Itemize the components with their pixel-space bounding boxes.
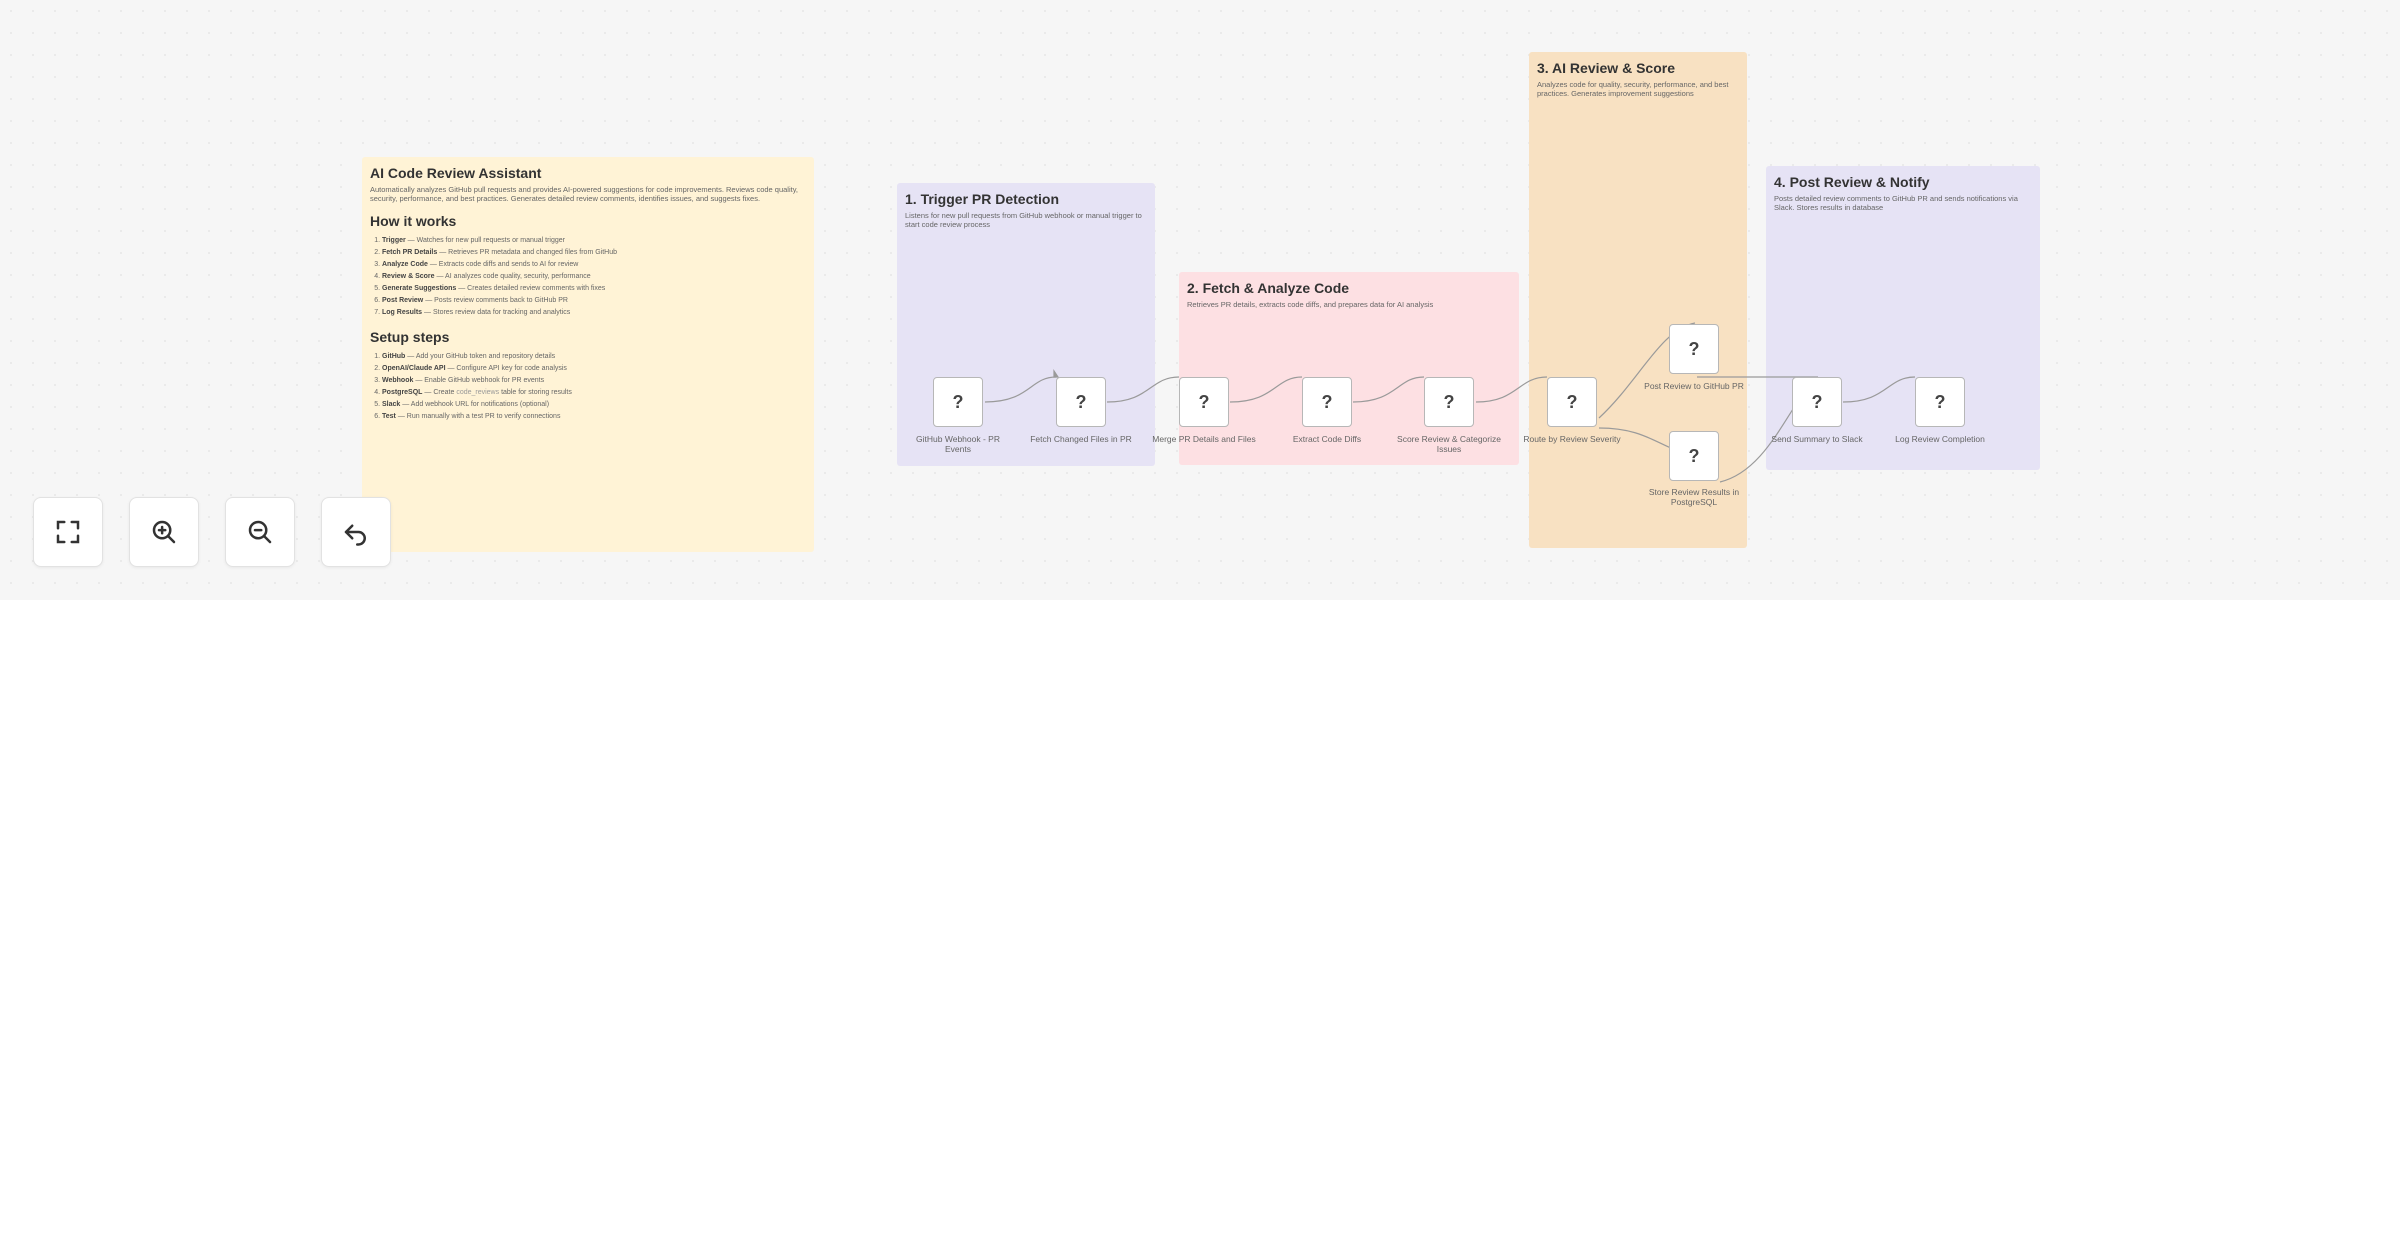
node-merge-pr-details[interactable]: ? (1179, 377, 1229, 427)
node-label: Extract Code Diffs (1292, 434, 1362, 444)
node-extract-code-diffs[interactable]: ? (1302, 377, 1352, 427)
section-title: 1. Trigger PR Detection (905, 191, 1060, 207)
unknown-node-icon: ? (1321, 391, 1333, 412)
section-note-fetch[interactable]: 2. Fetch & Analyze Code Retrieves PR det… (1179, 272, 1519, 465)
section-title: 3. AI Review & Score (1537, 60, 1675, 76)
fit-view-button[interactable] (33, 497, 103, 567)
zoom-in-icon (152, 520, 176, 544)
unknown-node-icon: ? (952, 391, 964, 412)
unknown-node-icon: ? (1198, 391, 1210, 412)
section-description: Listens for new pull requests from GitHu… (905, 211, 1142, 229)
node-send-slack[interactable]: ? (1792, 377, 1842, 427)
unknown-node-icon: ? (1934, 391, 1946, 412)
setup-step: Slack — Add webhook URL for notification… (382, 399, 806, 411)
how-step: Fetch PR Details — Retrieves PR metadata… (382, 247, 806, 259)
node-github-webhook[interactable]: ? (933, 377, 983, 427)
main-note-title: AI Code Review Assistant (370, 165, 542, 181)
how-it-works-heading: How it works (370, 213, 457, 229)
node-label: Send Summary to Slack (1771, 434, 1863, 444)
zoom-out-icon (248, 520, 272, 544)
node-label: Merge PR Details and Files (1152, 434, 1256, 444)
node-label: GitHub Webhook - PR Events (916, 434, 1000, 454)
node-label: Store Review Results in PostgreSQL (1648, 487, 1740, 507)
unknown-node-icon: ? (1075, 391, 1087, 412)
setup-step: OpenAI/Claude API — Configure API key fo… (382, 363, 806, 375)
how-step: Analyze Code — Extracts code diffs and s… (382, 259, 806, 271)
undo-button[interactable] (321, 497, 391, 567)
unknown-node-icon: ? (1443, 391, 1455, 412)
section-title: 4. Post Review & Notify (1774, 174, 1930, 190)
node-label: Log Review Completion (1895, 434, 1985, 444)
section-title: 2. Fetch & Analyze Code (1187, 280, 1350, 296)
zoom-in-button[interactable] (129, 497, 199, 567)
node-score-review[interactable]: ? (1424, 377, 1474, 427)
unknown-node-icon: ? (1688, 338, 1700, 359)
section-description: Posts detailed review comments to GitHub… (1774, 194, 2018, 212)
node-label: Fetch Changed Files in PR (1030, 434, 1132, 444)
node-store-postgresql[interactable]: ? (1669, 431, 1719, 481)
how-step: Review & Score — AI analyzes code qualit… (382, 271, 806, 283)
setup-steps-heading: Setup steps (370, 329, 450, 345)
how-step: Generate Suggestions — Creates detailed … (382, 283, 806, 295)
how-step: Trigger — Watches for new pull requests … (382, 235, 806, 247)
node-post-review-github[interactable]: ? (1669, 324, 1719, 374)
node-log-completion[interactable]: ? (1915, 377, 1965, 427)
zoom-out-button[interactable] (225, 497, 295, 567)
section-description: Analyzes code for quality, security, per… (1537, 80, 1729, 98)
undo-icon (344, 524, 366, 546)
how-it-works-list: Trigger — Watches for new pull requests … (370, 235, 806, 319)
section-description: Retrieves PR details, extracts code diff… (1187, 300, 1434, 309)
unknown-node-icon: ? (1688, 445, 1700, 466)
main-sticky-note[interactable]: AI Code Review Assistant Automatically a… (362, 157, 814, 552)
setup-step: GitHub — Add your GitHub token and repos… (382, 351, 806, 363)
main-note-description: Automatically analyzes GitHub pull reque… (370, 185, 798, 203)
workflow-canvas[interactable]: AI Code Review Assistant Automatically a… (0, 0, 2400, 600)
setup-steps-list: GitHub — Add your GitHub token and repos… (370, 351, 806, 423)
node-route-by-severity[interactable]: ? (1547, 377, 1597, 427)
unknown-node-icon: ? (1566, 391, 1578, 412)
node-label: Post Review to GitHub PR (1644, 381, 1744, 391)
setup-step: Webhook — Enable GitHub webhook for PR e… (382, 375, 806, 387)
setup-step: PostgreSQL — Create code_reviews table f… (382, 387, 806, 399)
node-label: Route by Review Severity (1523, 434, 1621, 444)
how-step: Log Results — Stores review data for tra… (382, 307, 806, 319)
node-fetch-changed-files[interactable]: ? (1056, 377, 1106, 427)
fit-view-icon (56, 520, 80, 544)
unknown-node-icon: ? (1811, 391, 1823, 412)
setup-step: Test — Run manually with a test PR to ve… (382, 411, 806, 423)
node-label: Score Review & Categorize Issues (1397, 434, 1501, 454)
how-step: Post Review — Posts review comments back… (382, 295, 806, 307)
